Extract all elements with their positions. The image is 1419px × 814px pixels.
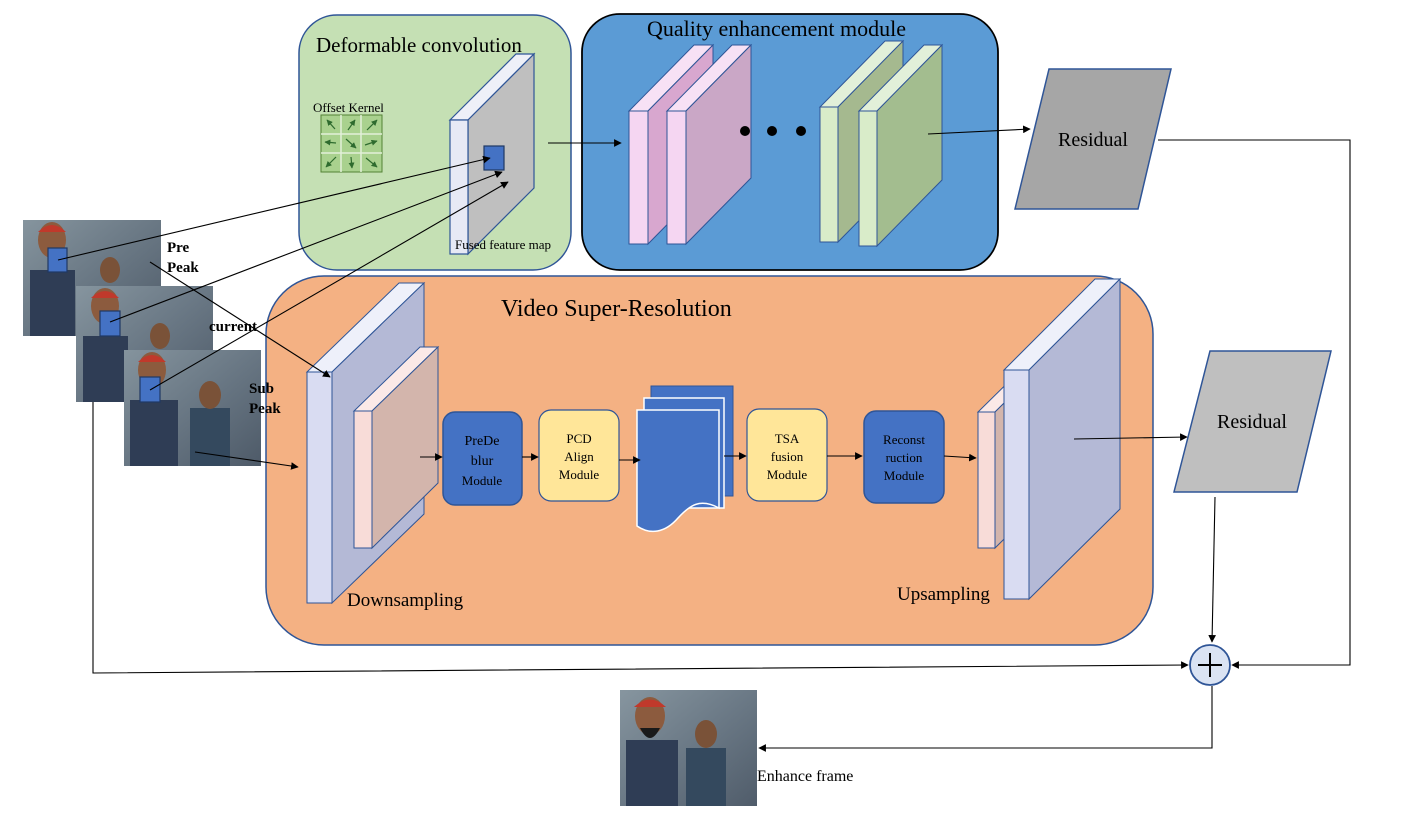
current-sample-square — [99, 310, 121, 337]
downsampling-label: Downsampling — [347, 590, 464, 611]
kernel-arrow-sw-icon — [325, 156, 337, 168]
upsampling-label: Upsampling — [897, 584, 990, 605]
qe-layer-pink-2 — [665, 43, 753, 246]
offset-kernel-label: Offset Kernel — [313, 100, 384, 115]
kernel-arrow-ne-icon — [366, 119, 378, 131]
residual-top-label: Residual — [1058, 129, 1128, 151]
pcd-line-1: PCD — [566, 431, 591, 446]
kernel-arrow-ne-icon — [347, 119, 356, 131]
pcd-line-3: Module — [559, 467, 600, 482]
pcd-line-2: Align — [564, 449, 594, 464]
downsampling-slab-small — [352, 345, 440, 550]
kernel-arrow-w-icon — [324, 139, 337, 146]
kernel-arrow-se-icon — [345, 138, 357, 149]
tsa-line-2: fusion — [771, 449, 804, 464]
arrow-skip-to-sum — [92, 402, 1189, 674]
predeblur-line-3: Module — [462, 473, 503, 488]
arrow-sum-to-output — [758, 686, 1213, 752]
deformable-convolution-block: Deformable convolution Offset Kernel — [298, 14, 572, 271]
kernel-arrow-s-icon — [348, 156, 355, 169]
residual-bottom-label: Residual — [1217, 411, 1287, 433]
predeblur-module: PreDe blur Module — [442, 411, 523, 506]
tsa-fusion-module: TSA fusion Module — [746, 408, 828, 502]
fused-feature-map-label: Fused feature map — [455, 237, 551, 252]
arrow-current-to-fused — [109, 170, 503, 323]
quality-enhancement-title: Quality enhancement module — [647, 16, 906, 41]
connectors — [57, 125, 1351, 752]
sub-peak-label-line-2: Peak — [249, 401, 281, 417]
tsa-line-3: Module — [767, 467, 808, 482]
arrow-sub-peak-to-fused — [149, 181, 509, 391]
kernel-arrow-nw-icon — [326, 119, 336, 130]
arrow-residual-bottom-to-sum — [1208, 496, 1216, 643]
fused-sample-square — [483, 145, 505, 171]
aligned-features-stack-icon — [636, 385, 734, 533]
arrow-qe-to-residual — [927, 125, 1031, 135]
sub-peak-label-line-1: Sub — [249, 381, 274, 397]
input-frame-sub-peak — [124, 350, 261, 466]
residual-bottom: Residual — [1173, 350, 1332, 493]
reconst-line-2: ruction — [886, 450, 923, 465]
vsr-title: Video Super-Resolution — [501, 296, 732, 322]
output-enhanced-frame — [620, 690, 757, 806]
arrow-reconst-to-up — [943, 453, 977, 462]
fused-feature-map — [448, 52, 536, 256]
arrow-vsr-to-residual — [1073, 433, 1188, 441]
enhance-frame-label: Enhance frame — [757, 768, 853, 785]
tsa-line-1: TSA — [775, 431, 800, 446]
pre-peak-sample-square — [47, 247, 68, 273]
reconstruction-module: Reconst ruction Module — [863, 410, 945, 504]
arrow-pre-peak-to-fused — [57, 155, 491, 261]
quality-enhancement-block: Quality enhancement module — [581, 13, 999, 271]
offset-kernel-grid — [320, 114, 383, 173]
pre-peak-label-line-1: Pre — [167, 240, 190, 256]
ellipsis-icon — [740, 126, 806, 136]
video-super-resolution-block: Video Super-Resolution Downsampling PreD… — [265, 275, 1154, 646]
reconst-line-1: Reconst — [883, 432, 925, 447]
circle-plus-icon — [1189, 644, 1231, 686]
qe-layer-green-2 — [857, 43, 944, 248]
arrow-pre-peak-to-vsr — [149, 261, 331, 378]
deformable-convolution-title: Deformable convolution — [316, 33, 522, 57]
predeblur-line-1: PreDe — [465, 434, 500, 449]
kernel-arrow-se-icon — [365, 157, 378, 168]
pre-peak-label-line-2: Peak — [167, 260, 199, 276]
arrow-sub-peak-to-vsr — [194, 451, 299, 470]
residual-top: Residual — [1014, 68, 1172, 210]
kernel-arrow-e-icon — [364, 139, 378, 146]
pcd-align-module: PCD Align Module — [538, 409, 620, 502]
predeblur-line-2: blur — [471, 454, 494, 469]
arrow-residual-top-to-sum — [1158, 139, 1351, 669]
reconst-line-3: Module — [884, 468, 925, 483]
